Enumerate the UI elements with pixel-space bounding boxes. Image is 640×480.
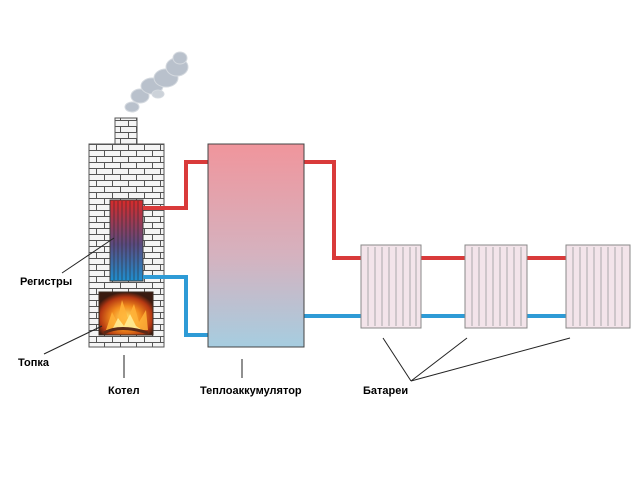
- chimney: [114, 117, 138, 145]
- registers: [109, 199, 144, 282]
- hot-pipes: [143, 160, 566, 260]
- label-registers: Регистры: [20, 276, 72, 288]
- smoke: [124, 51, 189, 113]
- heat-accumulator-tank: [207, 143, 305, 348]
- label-batteries: Батареи: [363, 385, 408, 397]
- hot-pipe-boiler-to-tank: [143, 160, 208, 210]
- label-boiler: Котел: [108, 385, 140, 397]
- leader-lines: [43, 237, 571, 382]
- radiator-1: [360, 244, 422, 329]
- label-accumulator: Теплоаккумулятор: [200, 385, 302, 397]
- firebox: [98, 291, 154, 336]
- radiator-3: [565, 244, 631, 329]
- radiator-2: [464, 244, 528, 329]
- cold-pipes: [143, 275, 566, 337]
- label-firebox: Топка: [18, 357, 50, 369]
- hot-pipe-tank-to-radiators: [304, 160, 361, 260]
- cold-pipe-tank-to-boiler: [143, 275, 208, 337]
